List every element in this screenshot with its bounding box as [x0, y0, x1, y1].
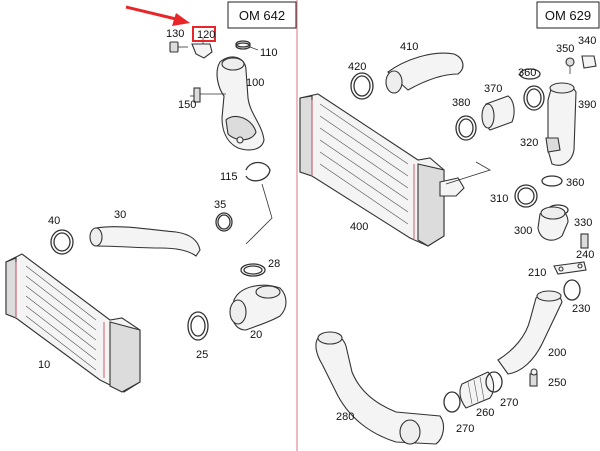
part-115-clamp	[245, 161, 273, 245]
label-260: 260	[476, 407, 494, 419]
label-370: 370	[484, 83, 502, 95]
part-310-ring	[514, 184, 538, 208]
label-130: 130	[166, 28, 184, 40]
part-200-pipe	[497, 290, 563, 375]
label-200: 200	[548, 347, 566, 359]
label-330: 330	[574, 217, 592, 229]
label-280: 280	[336, 411, 354, 423]
part-420-ring	[350, 72, 374, 100]
label-270-lower: 270	[456, 423, 474, 435]
part-150-bolt	[190, 87, 226, 103]
part-360-ring	[523, 85, 545, 111]
part-370-sleeve	[481, 95, 515, 131]
label-110: 110	[260, 47, 278, 59]
part-35-ring	[215, 212, 233, 232]
label-410: 410	[400, 41, 418, 53]
part-100-elbow-pipe	[216, 56, 265, 151]
part-28-ring	[240, 263, 266, 277]
label-300: 300	[514, 225, 532, 237]
label-20: 20	[250, 329, 262, 341]
label-100: 100	[246, 77, 264, 89]
part-10-intercooler	[5, 253, 141, 393]
label-30: 30	[114, 209, 126, 221]
panel-title-om629: OM 629	[536, 1, 600, 29]
part-110-spring	[235, 40, 259, 51]
label-380: 380	[452, 97, 470, 109]
part-250-bolt	[529, 368, 538, 387]
label-400: 400	[350, 221, 368, 233]
part-360-clamp-lower	[541, 175, 563, 187]
panel-title-om642: OM 642	[227, 1, 297, 29]
part-25-ring	[187, 311, 209, 341]
red-arrow-icon	[125, 5, 190, 26]
label-390: 390	[578, 99, 596, 111]
label-120-highlight	[192, 26, 216, 42]
part-30-hose	[89, 226, 201, 257]
label-240: 240	[576, 249, 594, 261]
part-270-ring-b	[485, 371, 503, 393]
part-240-bolt	[580, 233, 589, 249]
label-120: 120	[197, 29, 215, 41]
part-390-pipe	[547, 82, 577, 166]
label-25: 25	[196, 349, 208, 361]
part-40-ring	[50, 229, 74, 255]
label-210: 210	[528, 267, 546, 279]
label-360-lower: 360	[566, 177, 584, 189]
part-350-bolt	[565, 57, 575, 74]
label-250: 250	[548, 377, 566, 389]
label-10: 10	[38, 359, 50, 371]
label-270-right: 270	[500, 397, 518, 409]
part-400-intercooler	[299, 93, 465, 247]
label-340: 340	[578, 35, 596, 47]
part-410-hose	[385, 52, 464, 94]
part-210-bracket	[553, 261, 587, 275]
part-380-ring	[455, 115, 477, 141]
label-310: 310	[490, 193, 508, 205]
label-230: 230	[572, 303, 590, 315]
svg-text:OM 629: OM 629	[545, 8, 591, 23]
label-28: 28	[268, 258, 280, 270]
label-150: 150	[178, 99, 196, 111]
label-420: 420	[348, 61, 366, 73]
label-360-top: 360	[518, 67, 536, 79]
label-35: 35	[214, 199, 226, 211]
part-300-hose	[537, 206, 569, 241]
part-270-ring-a	[443, 391, 461, 413]
part-260-sleeve	[459, 371, 495, 409]
part-320-sensor	[545, 137, 561, 153]
label-350: 350	[556, 43, 574, 55]
svg-text:OM 642: OM 642	[239, 8, 285, 23]
part-280-pipe	[315, 331, 445, 445]
part-130-bolt	[169, 41, 188, 53]
label-320: 320	[520, 137, 538, 149]
part-340-clip	[581, 55, 597, 69]
part-20-elbow	[229, 284, 287, 331]
label-115: 115	[220, 171, 238, 183]
label-40: 40	[48, 215, 60, 227]
part-230-ring	[563, 279, 581, 301]
part-360-clamp-top	[519, 68, 541, 80]
